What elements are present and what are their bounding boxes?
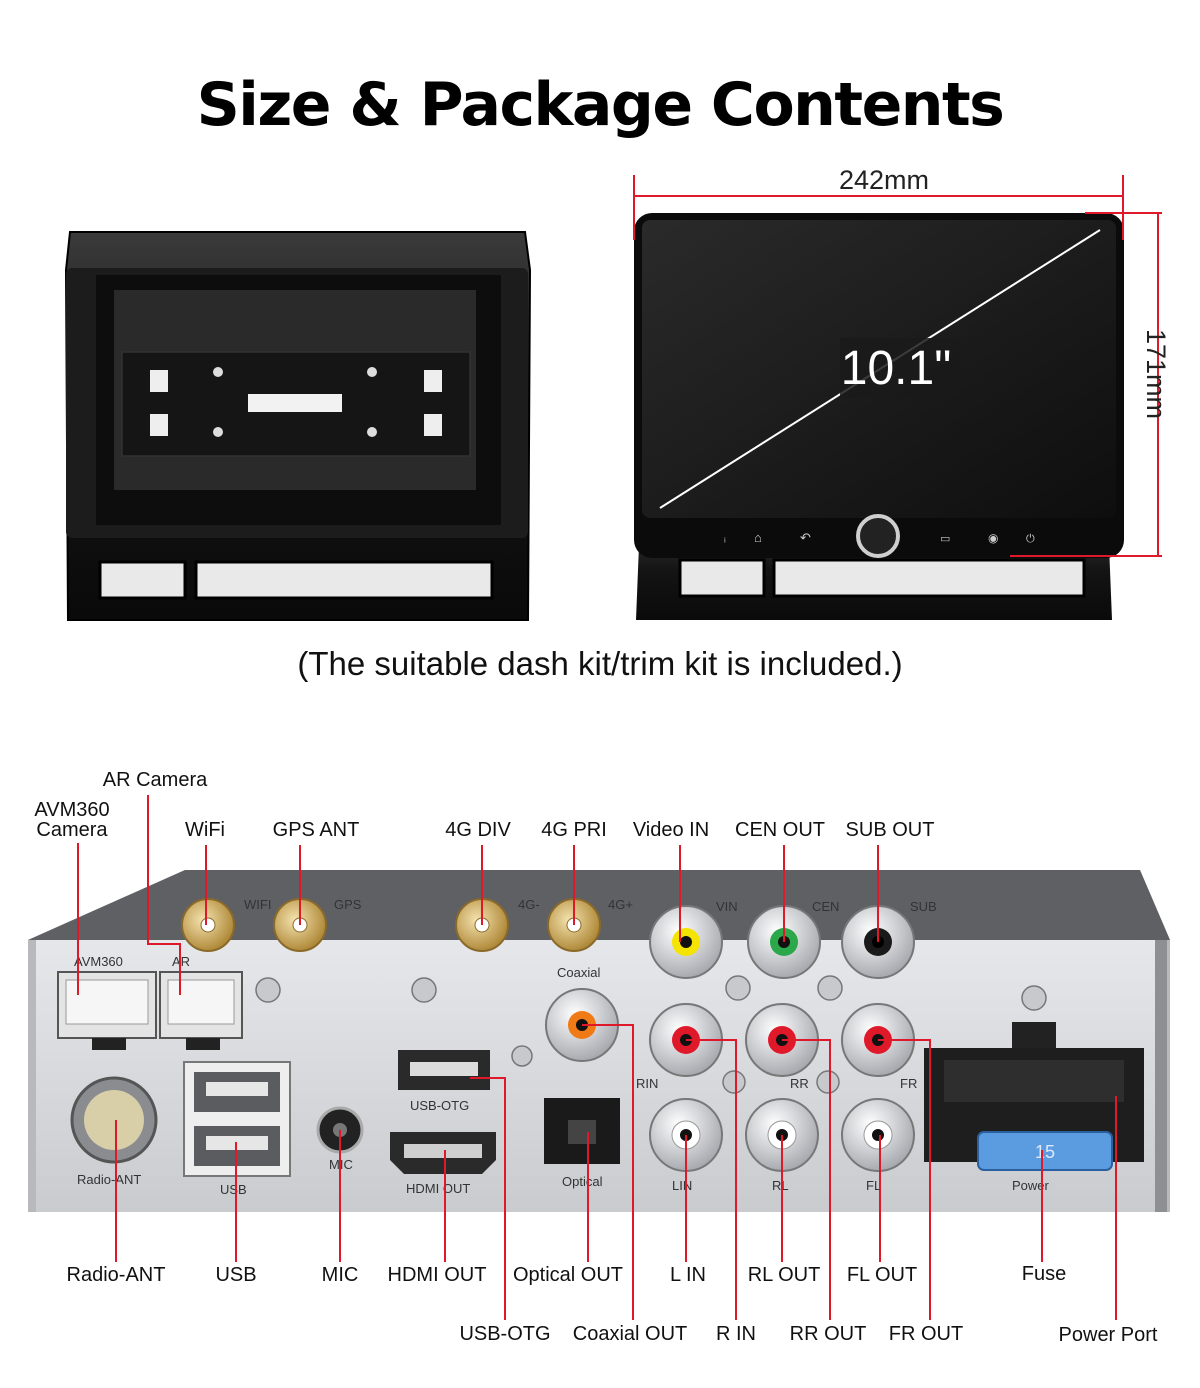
back-icon[interactable]: ↶ [800,530,811,545]
home-icon[interactable]: ⌂ [754,530,762,545]
callout-avm360-camera-line1: AVM360 [34,799,109,821]
callout-wifi: WiFi [185,819,225,841]
panel-label-fr: FR [900,1076,917,1091]
panel-label-lin: LIN [672,1178,692,1193]
mic-icon: ᵢ [724,533,726,545]
rca-top-row [649,905,915,979]
callout-cen-out: CEN OUT [735,819,825,841]
panel-label-rr: RR [790,1076,809,1091]
callout-optical-out: Optical OUT [513,1264,623,1286]
panel-label-usb: USB [220,1182,247,1197]
panel-label-rin: RIN [636,1076,658,1091]
callout-coaxial-out: Coaxial OUT [573,1323,687,1345]
screws [255,975,1047,1094]
width-dimension [633,175,1124,240]
panel-label-avm360: AVM360 [74,954,123,969]
panel-label-radio-ant: Radio-ANT [77,1172,141,1187]
panel-label-fl: FL [866,1178,881,1193]
power-icon[interactable]: ⏻ [1026,533,1035,545]
callout-l-in: L IN [670,1264,706,1286]
callout-fr-out: FR OUT [889,1323,963,1345]
panel-label-4g-plus: 4G+ [608,897,633,912]
product-images: 10.1" ᵢ ⌂ ↶ ▭ ◉ ⏻ 242mm 171mm [64,165,1171,621]
width-label: 242mm [839,165,929,195]
callout-usb: USB [215,1264,256,1286]
panel-label-power: Power [1012,1178,1050,1193]
package-caption: (The suitable dash kit/trim kit is inclu… [297,645,903,682]
connector-diagram: WIFI GPS 4G- 4G+ VIN CEN SUB AVM360 AR C… [28,769,1170,1346]
panel-label-4g-minus: 4G- [518,897,540,912]
callout-4g-pri: 4G PRI [541,819,607,841]
panel-label-sub: SUB [910,899,937,914]
panel-label-vin: VIN [716,899,738,914]
callout-4g-div: 4G DIV [445,819,511,841]
callout-video-in: Video IN [633,819,709,841]
radio-icon[interactable]: ▭ [940,533,950,545]
callout-lines [77,795,1117,1320]
callout-radio-ant: Radio-ANT [67,1264,166,1286]
panel-label-optical: Optical [562,1174,603,1189]
callout-r-in: R IN [716,1323,756,1345]
callout-power-port: Power Port [1059,1324,1158,1346]
page-title: Size & Package Contents [196,70,1005,140]
nav-icon[interactable]: ◉ [988,531,998,545]
callout-sub-out: SUB OUT [846,819,935,841]
height-dimension [1010,212,1162,557]
panel-label-coaxial: Coaxial [557,965,600,980]
callout-rr-out: RR OUT [790,1323,867,1345]
panel-label-wifi: WIFI [244,897,271,912]
camera-connectors [57,971,243,1050]
panel-label-hdmi-out: HDMI OUT [406,1181,470,1196]
callout-usb-otg: USB-OTG [459,1323,550,1345]
volume-knob[interactable] [856,514,900,558]
screen-size-label: 10.1" [841,342,951,395]
callout-gps-ant: GPS ANT [273,819,360,841]
callout-fuse: Fuse [1022,1263,1066,1285]
callout-fl-out: FL OUT [847,1264,917,1286]
panel-label-usb-otg: USB-OTG [410,1098,469,1113]
fuse[interactable] [977,1131,1113,1171]
callout-ar-camera: AR Camera [103,769,208,791]
dash-trim-kit [64,231,532,621]
callout-rl-out: RL OUT [748,1264,821,1286]
panel-label-gps: GPS [334,897,362,912]
fuse-rating: 15 [1035,1142,1055,1162]
head-unit: 10.1" ᵢ ⌂ ↶ ▭ ◉ ⏻ 242mm 171mm [633,165,1171,620]
panel-label-rl: RL [772,1178,789,1193]
callout-hdmi-out: HDMI OUT [388,1264,487,1286]
panel-label-cen: CEN [812,899,839,914]
height-label: 171mm [1141,329,1171,419]
panel-label-ar: AR [172,954,190,969]
callout-avm360-camera-line2: Camera [36,819,108,841]
callout-mic: MIC [322,1264,359,1286]
